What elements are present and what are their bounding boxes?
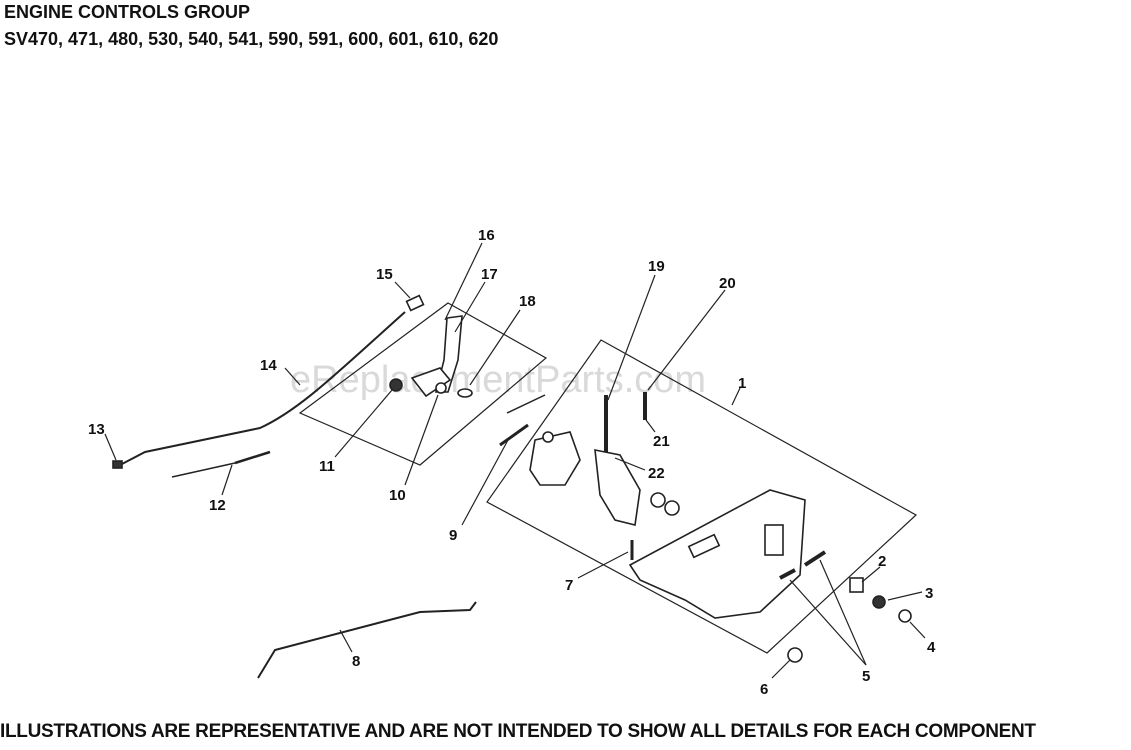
spring-hook xyxy=(506,394,546,414)
leader-9 xyxy=(461,439,509,526)
screw-4 xyxy=(898,609,912,623)
leader-8 xyxy=(339,629,353,653)
spring-coil xyxy=(234,450,271,465)
subassembly-frame-16 xyxy=(298,302,548,466)
callout-10: 10 xyxy=(389,487,406,504)
model-list: SV470, 471, 480, 530, 540, 541, 590, 591… xyxy=(4,29,499,49)
callout-7: 7 xyxy=(565,577,573,594)
leader-20 xyxy=(647,289,726,391)
callout-14: 14 xyxy=(260,357,277,374)
callout-19: 19 xyxy=(648,258,665,275)
screw-6 xyxy=(787,647,803,663)
leader-5b xyxy=(819,559,867,666)
leader-3 xyxy=(887,591,923,601)
callout-1: 1 xyxy=(738,375,746,392)
spring-wire xyxy=(171,462,236,478)
leader-16 xyxy=(444,242,483,321)
throttle-cable xyxy=(119,311,406,466)
leader-22 xyxy=(614,457,646,471)
callout-20: 20 xyxy=(719,275,736,292)
control-plate xyxy=(628,489,806,619)
callout-6: 6 xyxy=(760,681,768,698)
callout-12: 12 xyxy=(209,497,226,514)
plate-slot xyxy=(687,533,721,559)
small-washer xyxy=(542,431,554,443)
callout-5: 5 xyxy=(862,668,870,685)
leader-10 xyxy=(404,394,439,486)
callout-3: 3 xyxy=(925,585,933,602)
callout-18: 18 xyxy=(519,293,536,310)
leader-11 xyxy=(334,389,393,458)
leader-12 xyxy=(221,464,233,496)
leader-2 xyxy=(861,566,881,583)
callout-21: 21 xyxy=(653,433,670,450)
clip xyxy=(849,577,864,593)
washer xyxy=(435,382,447,394)
pin-b xyxy=(803,550,827,567)
diagram-title: ENGINE CONTROLS GROUP xyxy=(4,2,251,22)
callout-15: 15 xyxy=(376,266,393,283)
leader-5a xyxy=(789,579,867,666)
leader-4 xyxy=(909,621,926,639)
callout-17: 17 xyxy=(481,266,498,283)
callout-13: 13 xyxy=(88,421,105,438)
plate-tab xyxy=(764,524,784,556)
callout-22: 22 xyxy=(648,465,665,482)
assembly-frame-1 xyxy=(486,339,918,654)
leader-7 xyxy=(577,551,629,579)
leader-17 xyxy=(454,281,486,333)
governor-spring xyxy=(499,423,529,447)
leader-15 xyxy=(394,281,411,299)
washer-b xyxy=(664,500,680,516)
leader-6 xyxy=(771,659,791,679)
pin-a xyxy=(779,568,796,580)
leader-18 xyxy=(469,309,521,386)
choke-bracket xyxy=(529,431,581,486)
watermark: eReplacementParts.com xyxy=(290,359,706,401)
callout-9: 9 xyxy=(449,527,457,544)
cable-clip xyxy=(112,460,123,469)
disclaimer-footer: ILLUSTRATIONS ARE REPRESENTATIVE AND ARE… xyxy=(0,721,1036,742)
leader-13 xyxy=(104,433,117,461)
callout-11: 11 xyxy=(319,458,335,475)
callout-8: 8 xyxy=(352,653,360,670)
callout-16: 16 xyxy=(478,227,495,244)
callout-2: 2 xyxy=(878,553,886,570)
cable-end-fitting xyxy=(405,294,425,312)
nut-3 xyxy=(872,595,886,609)
screw-head xyxy=(457,388,473,398)
lever-bracket xyxy=(410,367,452,398)
throttle-bracket xyxy=(594,449,641,526)
nut xyxy=(389,378,403,392)
leader-21 xyxy=(645,419,656,433)
callout-4: 4 xyxy=(927,639,936,656)
leader-19 xyxy=(607,274,656,401)
link-rod xyxy=(257,601,477,679)
leader-14 xyxy=(284,367,301,386)
leader-1 xyxy=(731,387,741,406)
washer-a xyxy=(650,492,666,508)
